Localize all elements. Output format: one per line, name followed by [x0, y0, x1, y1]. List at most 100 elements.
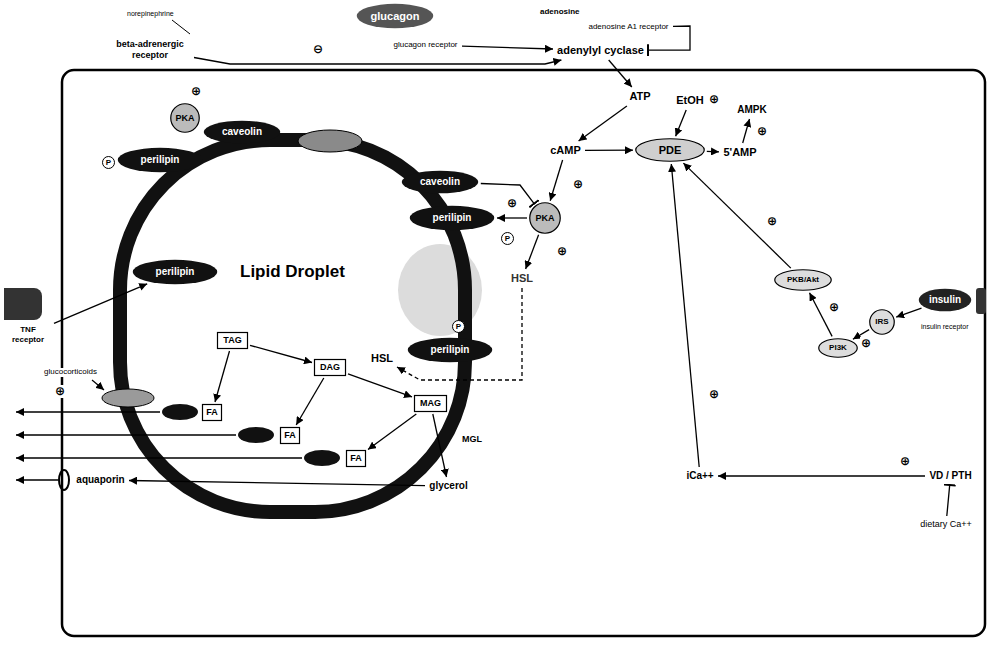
fatty-acid-box: FA — [346, 450, 366, 467]
node-text: PDE — [659, 144, 682, 157]
sign-mark: ⊕ — [708, 93, 720, 106]
node-text: caveolin — [420, 176, 460, 188]
arrow-connector — [129, 481, 425, 486]
node-text: iCa++ — [686, 470, 713, 482]
ion-label: iCa++ — [684, 469, 716, 483]
node-text: AMPK — [737, 104, 766, 116]
arrow-connector — [707, 151, 719, 153]
tnf-receptor-icon — [4, 288, 42, 320]
arrow-connector — [718, 475, 925, 476]
node-text: TNF receptor — [6, 325, 50, 343]
arrow-connector — [896, 308, 921, 317]
arrow-connector — [397, 288, 522, 380]
lipase-oval — [102, 389, 154, 407]
sign-mark: ⊕ — [766, 215, 778, 228]
sign-mark: ⊕ — [860, 337, 872, 350]
cell-membrane — [62, 70, 985, 636]
phosphate-mark: P — [102, 156, 115, 169]
node-text: caveolin — [222, 126, 262, 138]
node-outline — [919, 289, 972, 312]
node-text: insulin — [929, 294, 961, 306]
arrow-connector — [497, 217, 527, 218]
hormone-label: glucocorticoids — [43, 368, 98, 377]
signal-oval: PI3K — [818, 338, 858, 358]
receptor-label: TNF receptor — [4, 324, 52, 345]
channel-label: aquaporin — [74, 473, 127, 487]
node-text: cAMP — [550, 144, 581, 157]
node-outline — [203, 405, 222, 421]
arrow-connector — [810, 293, 833, 337]
node-outline — [819, 339, 858, 358]
sign-mark: ⊕ — [708, 388, 720, 401]
arrow-connector — [676, 110, 687, 136]
sign-mark: ⊖ — [312, 43, 324, 56]
inhibition-connector — [947, 485, 950, 516]
protein-oval: caveolin — [203, 120, 281, 144]
sign-mark: ⊕ — [828, 301, 840, 314]
node-outline — [415, 396, 447, 412]
fatty-acid-box: FA — [202, 404, 222, 421]
arrow-connector — [296, 378, 324, 425]
node-outline — [204, 121, 281, 144]
node-outline — [402, 171, 479, 194]
ligand-oval: insulin — [918, 288, 972, 312]
node-text: VD / PTH — [929, 470, 971, 482]
metabolite-label: ATP — [627, 89, 653, 104]
node-outline — [171, 104, 200, 133]
node-text: PKB/Akt — [787, 275, 819, 284]
fa-carrier — [162, 404, 198, 420]
node-text: adenosine A1 receptor — [588, 22, 668, 31]
node-text: PI3K — [829, 343, 847, 352]
kinase-circle: PKA — [529, 202, 561, 234]
sign-mark: ⊕ — [572, 178, 584, 191]
node-outline — [775, 270, 832, 291]
node-outline — [357, 4, 434, 29]
metabolite-label: cAMP — [548, 143, 583, 158]
signal-circle: IRS — [869, 309, 895, 335]
node-outline — [281, 428, 300, 444]
node-text: perilipin — [431, 344, 470, 356]
protein-oval: perilipin — [409, 205, 495, 231]
receptor-label: adenosine A1 receptor — [586, 21, 671, 33]
node-outline — [870, 310, 895, 335]
glycerol-export-line — [16, 479, 58, 480]
glucocorticoid-arrow — [92, 380, 104, 390]
node-text: TAG — [223, 335, 241, 345]
node-text: glucagon receptor — [393, 40, 457, 49]
node-text: aquaporin — [76, 474, 124, 486]
ligand-label: norepinephrine — [126, 10, 175, 18]
sign-mark: ⊕ — [190, 85, 202, 98]
arrow-connector — [743, 119, 750, 143]
arrow-connector — [194, 58, 561, 65]
lipid-box: TAG — [217, 332, 248, 349]
arrow-connector — [368, 414, 416, 450]
fatty-acid-box: FA — [280, 427, 300, 444]
enzyme-label: AMPK — [735, 103, 769, 117]
droplet-protein — [298, 130, 362, 152]
arrow-connector — [215, 351, 230, 402]
enzyme-label: MGL — [461, 435, 483, 445]
arrow-connector — [54, 284, 147, 324]
node-text: DAG — [320, 362, 340, 372]
arrow-connector — [550, 160, 562, 201]
arrow-connector — [579, 106, 627, 141]
arrow-connector — [683, 163, 790, 268]
node-text: 5'AMP — [723, 146, 756, 159]
fa-export-line — [16, 411, 160, 412]
enzyme-oval: PDE — [635, 138, 705, 162]
protein-oval: perilipin — [117, 147, 203, 173]
arrow-connector — [433, 414, 447, 477]
source-label: dietary Ca++ — [918, 518, 974, 531]
aquaporin-channel — [59, 470, 69, 490]
node-text: HSL — [371, 352, 393, 365]
sign-mark: ⊕ — [556, 245, 568, 258]
arrow-connector — [250, 345, 312, 362]
node-text: perilipin — [141, 154, 180, 166]
node-text: PKA — [175, 113, 194, 123]
node-text: ATP — [629, 90, 650, 103]
node-outline — [410, 206, 495, 231]
metabolite-label: 5'AMP — [721, 145, 759, 160]
metabolite-label: glycerol — [427, 479, 470, 493]
arrow-connector — [462, 46, 553, 49]
